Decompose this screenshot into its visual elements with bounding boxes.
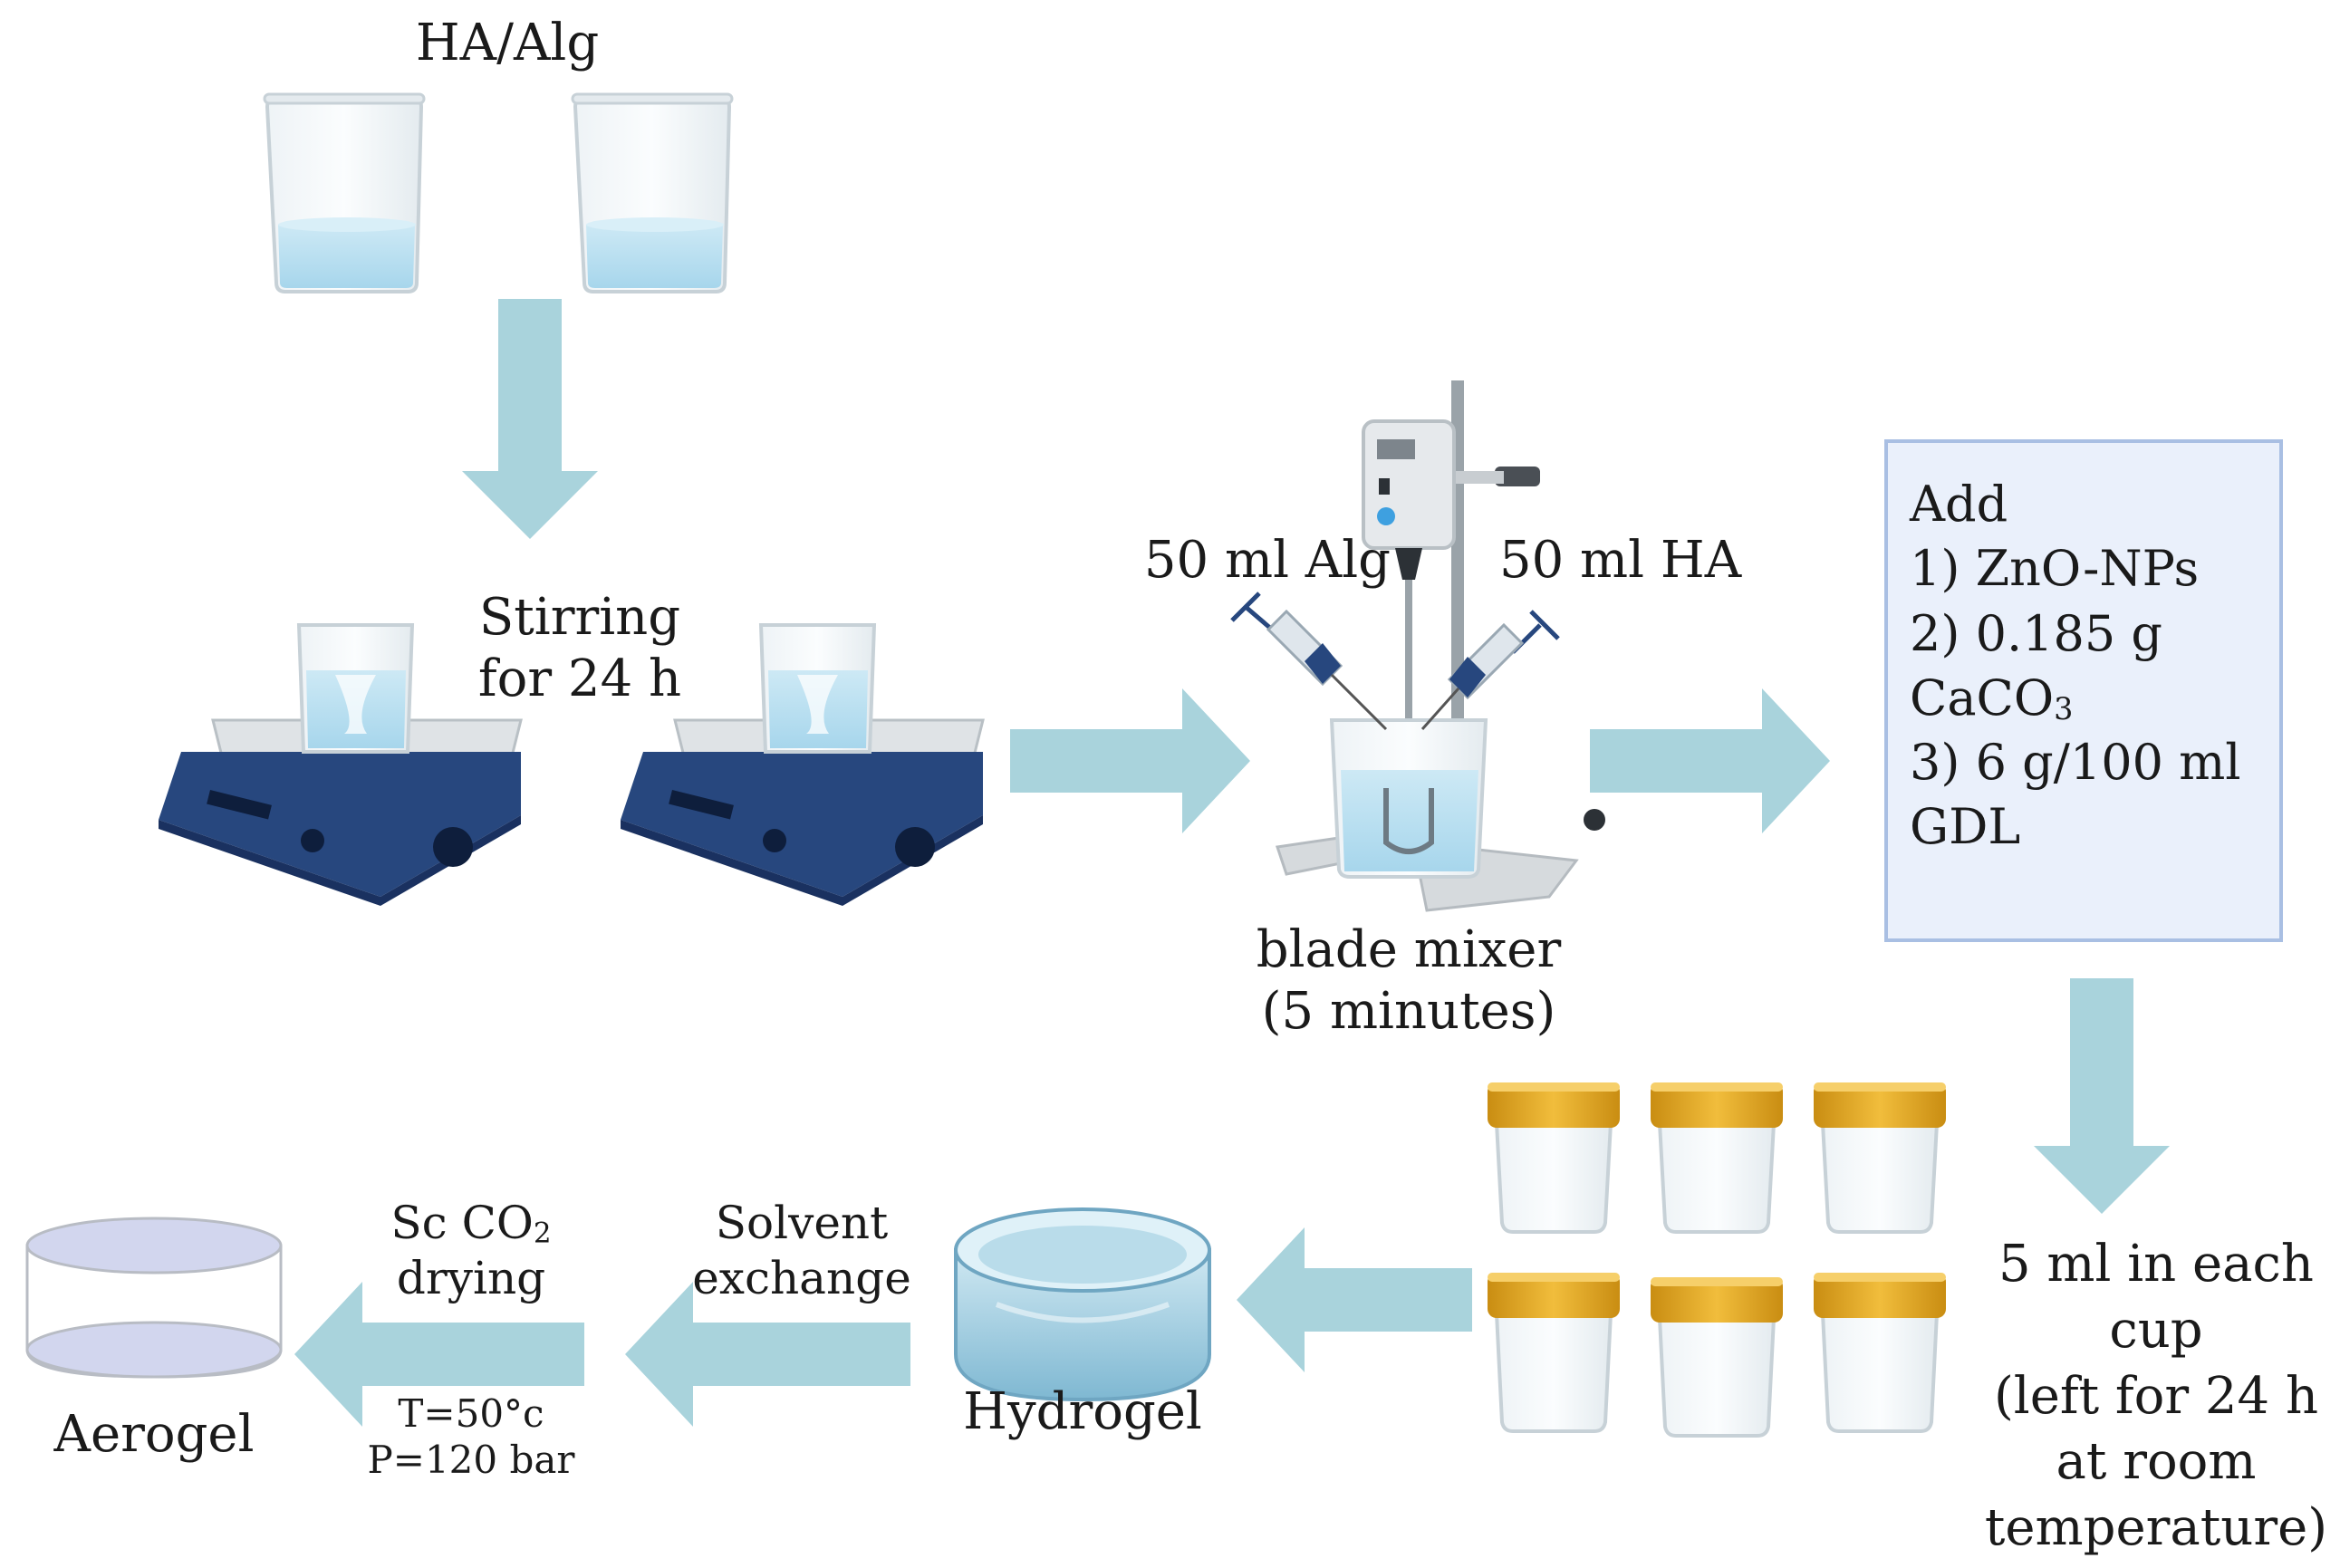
hotplate-stirrer-left [159,623,523,906]
arrow-down-1 [462,299,598,539]
add-item-5: GDL [1910,798,2021,856]
cup-4 [1488,1273,1620,1433]
syringe-left-label: 50 ml Alg [1143,531,1391,590]
beaker-ha [263,92,426,293]
aerogel-label: Aerogel [53,1405,255,1464]
sc-drying-line1: Sc CO2 [335,1196,607,1251]
hotplate-stirrer-right [621,623,985,906]
sc-drying-line1-base: Sc CO [390,1197,534,1249]
mixer-line1: blade mixer [1256,920,1562,979]
solvent-line1: Solvent [715,1197,889,1249]
arrow-left-3 [294,1282,584,1427]
arrow-down-2 [2034,978,2170,1214]
drying-pressure: P=120 bar [367,1438,575,1483]
solvent-label: Solvent exchange [666,1196,938,1306]
add-item-3-sub: 3 [2054,690,2074,726]
cups-line5: temperature) [1984,1498,2328,1558]
drying-temp: T=50°c [398,1391,544,1436]
add-item-1: 1) ZnO-NPs [1910,540,2200,598]
mixer-line2: (5 minutes) [1261,982,1556,1042]
cup-2 [1651,1082,1783,1234]
cups-label: 5 ml in each cup (left for 24 h at room … [1975,1232,2337,1562]
drying-conditions: T=50°c P=120 bar [335,1390,607,1483]
mixer-label: blade mixer (5 minutes) [1228,919,1590,1044]
cup-6 [1814,1273,1946,1433]
arrow-right-1 [1010,688,1250,833]
arrow-left-2 [625,1282,910,1427]
syringe-right [1420,610,1560,730]
add-item-2: 2) 0.185 g [1910,604,2162,662]
sc-drying-label: Sc CO2 drying [335,1196,607,1306]
diagram-title: HA/Alg [415,14,600,72]
sc-drying-line2: drying [396,1252,546,1305]
syringe-right-label: 50 ml HA [1499,531,1742,590]
hydrogel-dish [954,1207,1211,1402]
cups-line1: 5 ml in each [1998,1235,2314,1294]
sc-drying-line1-sub: 2 [533,1217,552,1250]
add-item-3: CaCO3 [1910,666,2258,730]
stirring-line1: Stirring [478,588,681,647]
aerogel-cylinder [25,1217,283,1379]
solvent-line2: exchange [692,1252,911,1304]
hydrogel-label: Hydrogel [963,1382,1202,1441]
arrow-right-2 [1590,688,1830,833]
add-item-4: 3) 6 g/100 ml [1910,734,2241,792]
syringe-left [1230,592,1388,731]
specimen-cups [1488,1082,1946,1438]
blade-mixer [1276,380,1605,912]
add-item-3-base: CaCO [1910,669,2055,726]
stirring-line2: for 24 h [477,649,682,709]
cups-line2: cup [2109,1300,2203,1360]
cups-line4: at room [2056,1432,2257,1492]
add-reagents-box: Add 1) ZnO-NPs 2) 0.185 g CaCO3 3) 6 g/1… [1884,439,2283,942]
beaker-alg [571,92,734,293]
cup-3 [1814,1082,1946,1234]
cup-1 [1488,1082,1620,1234]
cup-5 [1651,1277,1783,1438]
cups-line3: (left for 24 h [1993,1366,2319,1426]
arrow-left-1 [1237,1227,1472,1372]
add-heading: Add [1910,476,2008,533]
stirring-label: Stirring for 24 h [453,587,707,711]
